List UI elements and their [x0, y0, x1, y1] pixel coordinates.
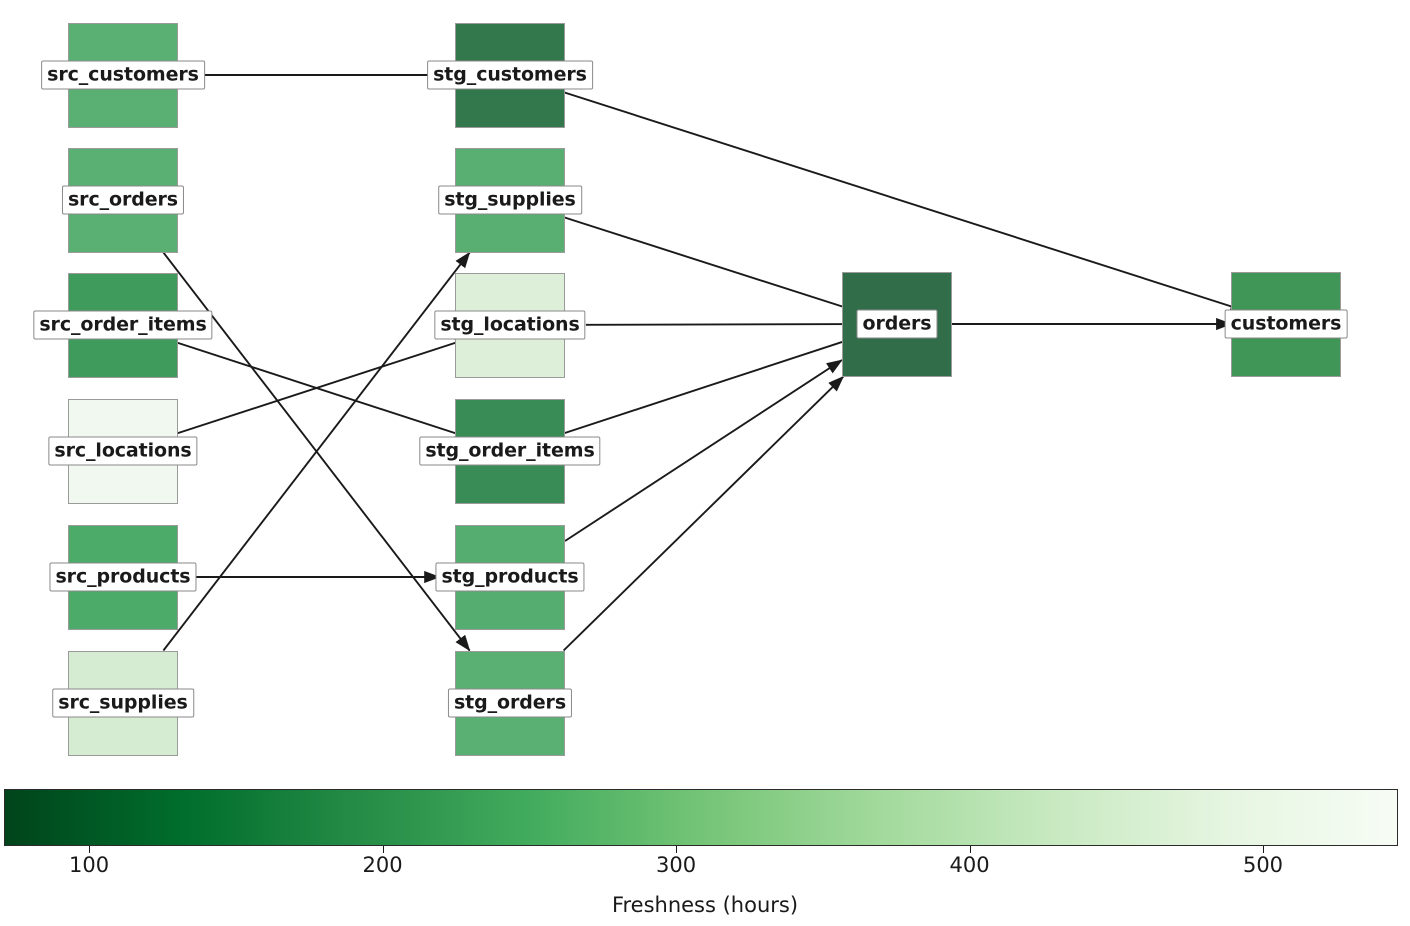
colorbar[interactable]: 100 200 300 400 500 [4, 789, 1398, 877]
colorbar-tick [89, 846, 91, 853]
colorbar-tick [382, 846, 384, 853]
colorbar-tick-label: 300 [656, 853, 697, 877]
node-label-src_products: src_products [49, 562, 197, 592]
node-label-orders: orders [856, 309, 938, 339]
node-label-stg_locations: stg_locations [434, 310, 586, 340]
node-label-stg_products: stg_products [435, 562, 585, 592]
colorbar-tick-label: 400 [949, 853, 990, 877]
colorbar-tick [676, 846, 678, 853]
node-label-src_customers: src_customers [41, 60, 205, 90]
node-label-customers: customers [1224, 309, 1348, 339]
colorbar-tick-label: 500 [1242, 853, 1284, 877]
edges-group [162, 74, 1247, 652]
node-label-stg_customers: stg_customers [427, 60, 593, 90]
edge-stg_orders-to-orders [562, 375, 845, 652]
node-label-stg_orders: stg_orders [447, 688, 573, 718]
edge-src_supplies-to-stg_supplies [162, 251, 471, 652]
node-label-src_order_items: src_order_items [33, 310, 213, 340]
node-label-src_supplies: src_supplies [52, 688, 194, 718]
edge-src_locations-to-stg_locations [162, 336, 472, 439]
colorbar-axis-label: Freshness (hours) [611, 893, 799, 917]
node-label-src_orders: src_orders [61, 185, 185, 215]
node-label-stg_supplies: stg_supplies [438, 185, 582, 215]
edge-stg_products-to-orders [564, 359, 843, 542]
edge-stg_locations-to-orders [585, 318, 860, 331]
node-label-stg_order_items: stg_order_items [419, 436, 601, 466]
edge-stg_customers-to-customers [550, 87, 1247, 313]
edge-stg_order_items-to-orders [549, 335, 860, 439]
node-label-src_locations: src_locations [48, 436, 198, 466]
colorbar-tick-label: 100 [69, 853, 110, 877]
colorbar-tick [969, 846, 971, 853]
colorbar-tick [1263, 846, 1264, 853]
edge-stg_supplies-to-orders [550, 212, 860, 313]
colorbar-gradient [4, 789, 1398, 846]
colorbar-tick-label: 200 [362, 853, 403, 877]
